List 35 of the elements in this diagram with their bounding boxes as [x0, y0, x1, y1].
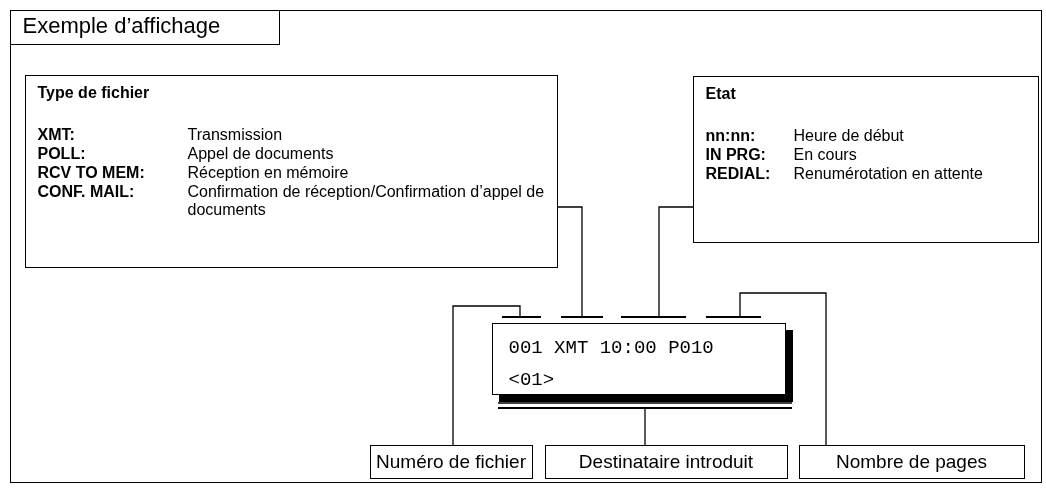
title-tab: Exemple d’affichage	[9, 9, 280, 45]
leader-line	[658, 206, 694, 317]
underline-mark	[497, 406, 792, 409]
underline-mark	[620, 315, 686, 318]
term-description: Réception en mémoire	[187, 163, 350, 182]
code-term: REDIAL:	[705, 164, 772, 183]
leader-line	[739, 292, 827, 446]
legend-panel	[24, 74, 558, 268]
panel-heading: Etat	[705, 84, 737, 103]
display-text: <01>	[508, 367, 556, 393]
underline-mark	[501, 315, 541, 318]
code-term: nn:nn:	[705, 126, 757, 145]
panel-heading: Type de fichier	[37, 83, 151, 102]
code-term: POLL:	[37, 144, 87, 163]
term-description: Confirmation de réception/Confirmation d’appel de documents	[187, 182, 545, 219]
term-description: Appel de documents	[187, 144, 335, 163]
leader-line	[644, 408, 646, 446]
term-description: Renumérotation en attente	[793, 164, 984, 183]
term-description: Transmission	[187, 125, 284, 144]
code-term: CONF. MAIL:	[37, 182, 136, 202]
leader-line	[452, 305, 521, 446]
callout-label: Destinataire introduit	[544, 444, 788, 479]
underline-mark	[560, 315, 603, 318]
legend-panel	[692, 75, 1039, 243]
code-term: XMT:	[37, 125, 76, 144]
code-term: IN PRG:	[705, 145, 767, 164]
callout-label: Numéro de fichier	[369, 444, 533, 479]
display-text: 001 XMT 10:00 P010	[508, 335, 715, 361]
display-example-frame	[10, 10, 1042, 483]
term-description: En cours	[793, 145, 858, 164]
callout-label: Nombre de pages	[798, 444, 1025, 479]
leader-line	[557, 206, 583, 317]
term-description: Heure de début	[793, 126, 905, 145]
underline-mark	[705, 315, 761, 318]
code-term: RCV TO MEM:	[37, 163, 146, 182]
